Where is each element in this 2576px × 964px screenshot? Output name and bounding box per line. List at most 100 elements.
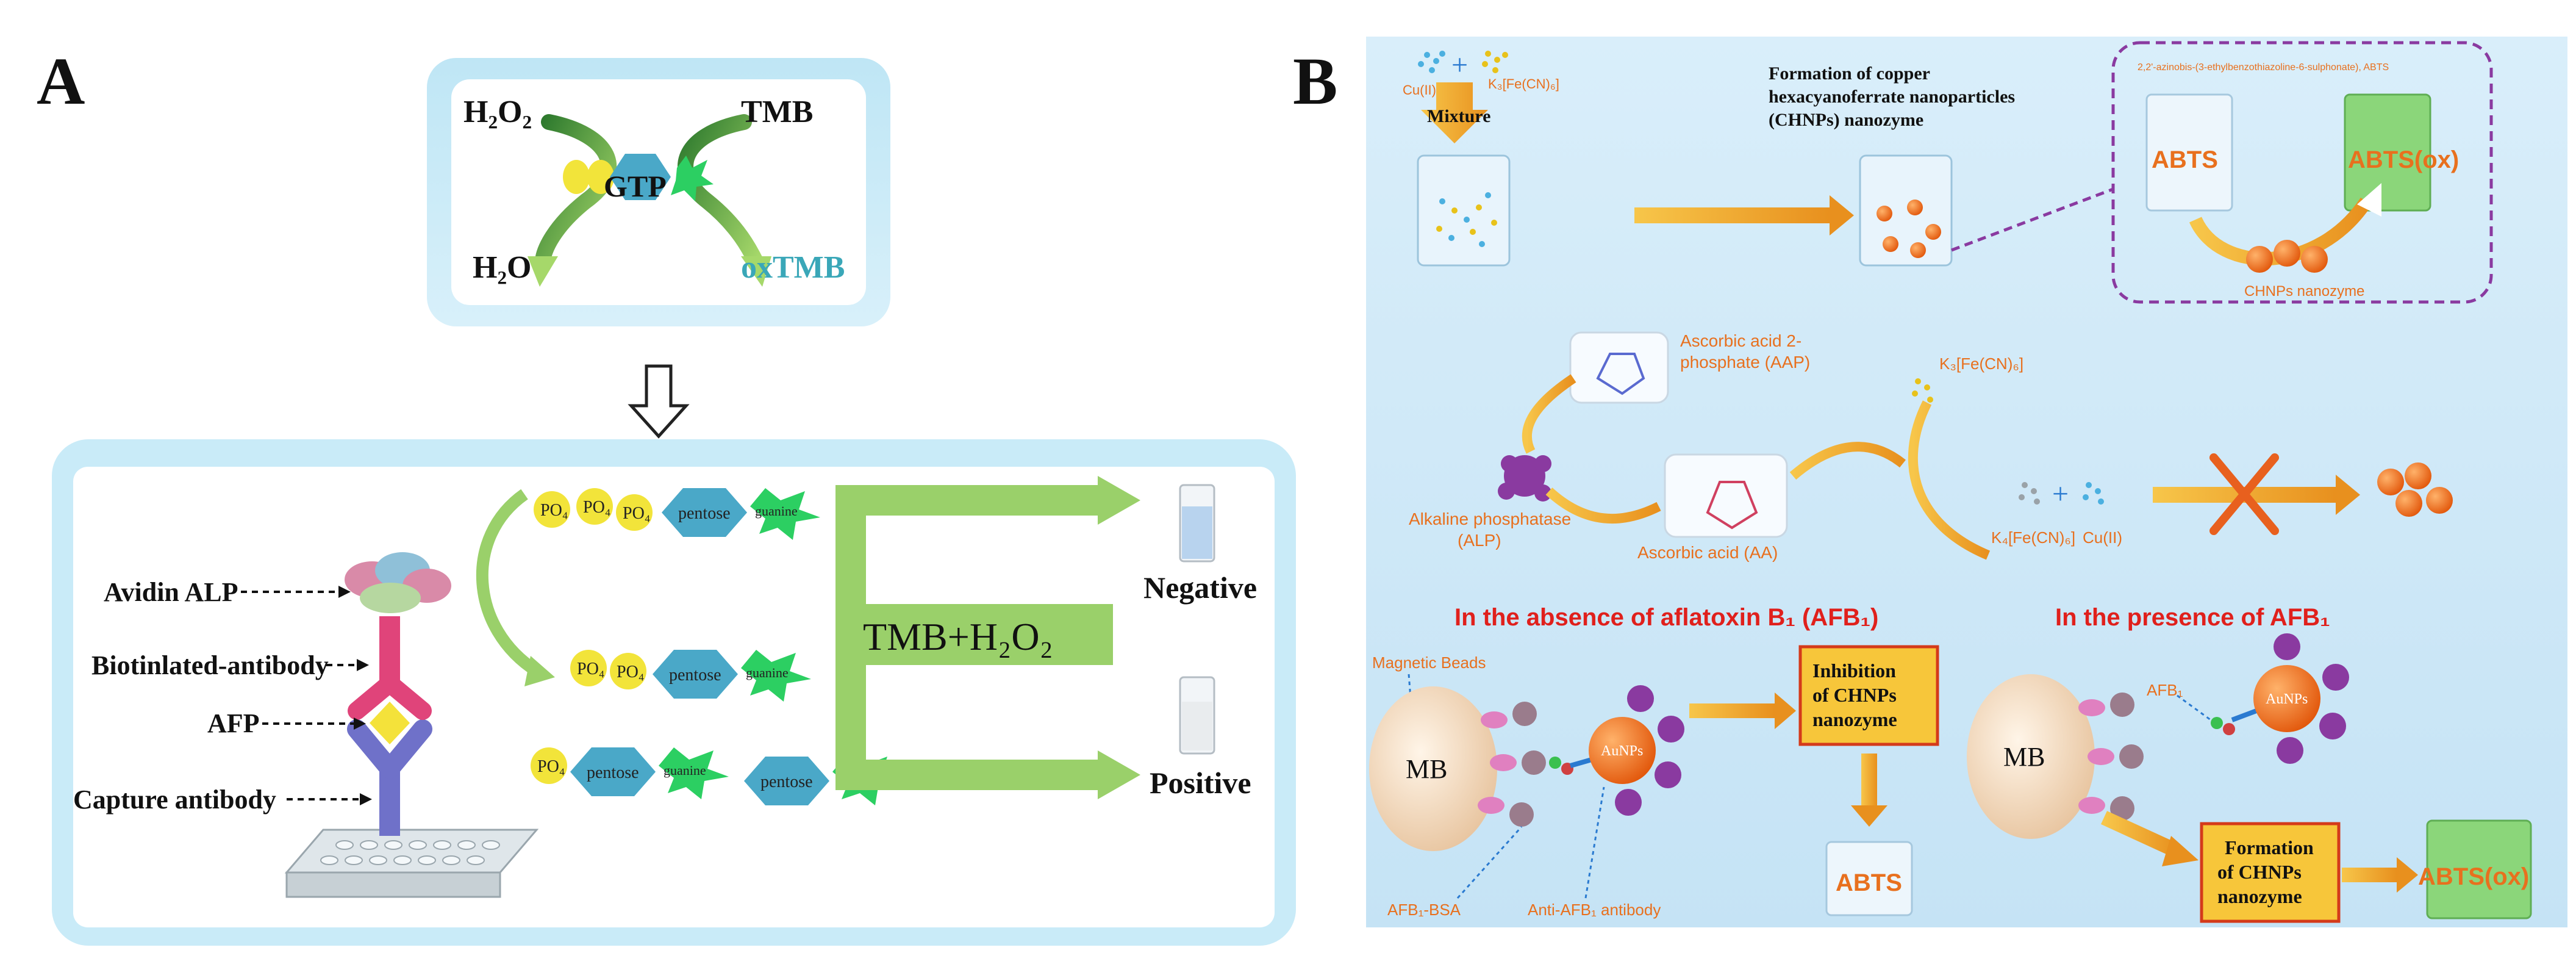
inhibition-line-1: Inhibition bbox=[1812, 660, 1896, 682]
svg-text:pentose: pentose bbox=[669, 666, 721, 685]
svg-text:guanine: guanine bbox=[755, 503, 798, 519]
cu2-label-2: Cu(II) bbox=[2083, 528, 2122, 547]
h2o-arrowhead bbox=[528, 256, 558, 287]
aap-arrow bbox=[1522, 374, 1576, 454]
molecule-gtp bbox=[534, 488, 820, 540]
abts-ox-result-label: ABTS(ox) bbox=[2418, 863, 2529, 890]
gtp-phosphate-1 bbox=[563, 160, 590, 194]
label-avidin-alp: Avidin ALP bbox=[104, 577, 238, 607]
afp-antigen bbox=[370, 702, 410, 744]
formation-box bbox=[2200, 822, 2341, 923]
molecule-labels: PO₄ PO₄ PO₄ pentose guanine PO₄ PO₄ pent… bbox=[537, 498, 880, 791]
alp-on-aunps-2 bbox=[2274, 633, 2349, 764]
aunps-1 bbox=[1589, 717, 1656, 784]
gtp-phosphate-2 bbox=[587, 160, 614, 194]
svg-text:pentose: pentose bbox=[678, 504, 731, 523]
mb-ligands-2 bbox=[2078, 699, 2114, 814]
negative-liquid bbox=[1182, 506, 1212, 559]
mixture-dots bbox=[1439, 192, 1491, 247]
reagent-label: TMB+H₂O₂ bbox=[863, 615, 1053, 658]
blocked-cross bbox=[2209, 453, 2279, 535]
anti-afb1-label: Anti-AFB₁ antibody bbox=[1528, 901, 1661, 919]
aa-reaction-arrow bbox=[1789, 442, 1906, 480]
svg-text:guanine: guanine bbox=[746, 665, 789, 680]
cu-dots-2 bbox=[2083, 482, 2104, 505]
inhibition-box bbox=[1798, 645, 1939, 746]
mb-bead-2 bbox=[1967, 674, 2095, 839]
capture-antibody-arms bbox=[347, 719, 432, 779]
mb-label-2: MB bbox=[2003, 742, 2045, 772]
aunps-label-2: AuNPs bbox=[2266, 691, 2308, 707]
aunps-2 bbox=[2253, 665, 2320, 732]
mixture-beaker bbox=[1417, 154, 1511, 267]
biotinylated-antibody-arms bbox=[348, 674, 432, 720]
cu2-label: Cu(II) bbox=[1403, 82, 1436, 98]
k4fe-label: K₄[Fe(CN)₆] bbox=[1991, 528, 2075, 547]
panel-a-diagram: H₂O₂ TMB GTP H₂O oxTMB Avidin ALP Biotin… bbox=[52, 58, 1296, 946]
afb1-bsa-label: AFB₁-BSA bbox=[1387, 901, 1461, 919]
h2o2-label: H₂O₂ bbox=[463, 95, 532, 129]
molecule-gdp bbox=[570, 650, 811, 702]
formation-line-3: (CHNPs) nanozyme bbox=[1769, 110, 1923, 130]
negative-label: Negative bbox=[1143, 570, 1257, 605]
svg-text:PO₄: PO₄ bbox=[623, 504, 651, 523]
well-plate-top bbox=[284, 829, 539, 874]
svg-text:guanine: guanine bbox=[664, 763, 706, 778]
abts-ox-beaker bbox=[2344, 93, 2431, 212]
formation-box-line-3: nanozyme bbox=[2217, 885, 2302, 907]
svg-text:pentose: pentose bbox=[587, 763, 639, 782]
alp-to-aa-arrow bbox=[1545, 487, 1661, 523]
alp-line-2: (ALP) bbox=[1458, 531, 1501, 550]
formation-arrow bbox=[1634, 207, 1830, 223]
chnps-nanozyme-label: CHNPs nanozyme bbox=[2244, 283, 2364, 300]
presence-heading: In the presence of AFB₁ bbox=[2055, 604, 2330, 631]
abts-ox-result-beaker bbox=[2426, 819, 2532, 919]
mixture-arrow bbox=[1421, 82, 1488, 143]
aap-structure bbox=[1569, 331, 1669, 404]
mb-ligands-1 bbox=[1478, 711, 1517, 814]
cu-dots bbox=[1418, 51, 1445, 73]
afb1-bsa-2 bbox=[2110, 692, 2144, 821]
label-capture-antibody: Capture antibody bbox=[73, 785, 276, 815]
abts-dashed-box bbox=[2111, 41, 2493, 304]
mb-bead-1 bbox=[1369, 686, 1497, 851]
alp-on-aunps-1 bbox=[1615, 685, 1684, 816]
well-plate-wells bbox=[320, 840, 500, 865]
zoom-line bbox=[1951, 187, 2114, 252]
abts-beaker bbox=[2145, 93, 2233, 212]
formation-line-2: hexacyanoferrate nanoparticles bbox=[1769, 87, 2015, 107]
label-afp: AFP bbox=[207, 708, 260, 738]
abts-fullname: 2,2'-azinobis-(3-ethylbenzothiazoline-6-… bbox=[2138, 62, 2389, 73]
k3fe-reduction-arrow bbox=[1908, 400, 1991, 560]
formation-line-1: Formation of copper bbox=[1769, 63, 1930, 84]
oxtmb-arrowhead bbox=[741, 256, 771, 287]
inhibition-line-2: of CHNPs bbox=[1812, 684, 1897, 706]
svg-text:PO₄: PO₄ bbox=[583, 498, 611, 517]
label-biotinylated-antibody: Biotinlated-antibody bbox=[91, 650, 329, 680]
svg-text:PO₄: PO₄ bbox=[540, 501, 568, 520]
oxtmb-label: oxTMB bbox=[741, 250, 845, 285]
inhibition-down-arrow bbox=[1851, 805, 1887, 827]
tmb-label: TMB bbox=[741, 95, 813, 129]
k3fe-label-2: K₃[Fe(CN)₆] bbox=[1939, 354, 2023, 373]
aunps-label-1: AuNPs bbox=[1601, 743, 1643, 759]
chnps-particles bbox=[1877, 200, 1941, 258]
h2o-label: H₂O bbox=[473, 250, 531, 285]
gtp-label: GTP bbox=[604, 169, 667, 203]
gtp-pentose bbox=[610, 154, 671, 200]
abts-result-label: ABTS bbox=[1836, 869, 1902, 896]
to-abts-ox-arrow bbox=[2342, 868, 2397, 882]
absence-heading: In the absence of aflatoxin B₁ (AFB₁) bbox=[1454, 604, 1878, 631]
abts-label: ABTS bbox=[2152, 146, 2218, 173]
plus-1: + bbox=[1451, 49, 1468, 81]
panel-b-letter: B bbox=[1293, 44, 1338, 118]
magnetic-beads-label: Magnetic Beads bbox=[1372, 653, 1486, 672]
positive-liquid bbox=[1182, 702, 1212, 750]
presence-arrow bbox=[2101, 811, 2180, 858]
aa-label: Ascorbic acid (AA) bbox=[1637, 543, 1778, 562]
tmb-arc bbox=[678, 114, 764, 270]
k3fe-dots bbox=[1482, 51, 1508, 73]
alp-curved-arrow bbox=[476, 489, 540, 677]
afb1-bsa-1 bbox=[1509, 702, 1546, 827]
aa-structure bbox=[1664, 453, 1788, 538]
